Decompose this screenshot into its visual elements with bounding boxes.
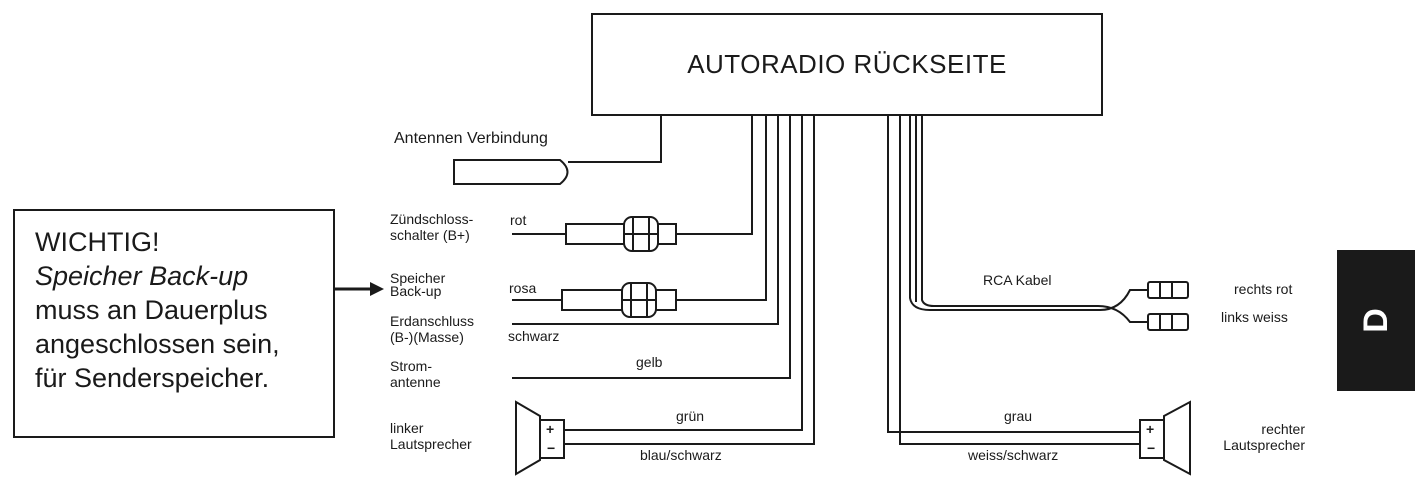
power-antenna-name: Strom- antenne <box>390 358 441 390</box>
note-arrow-icon <box>370 282 384 296</box>
note-line-5: für Senderspeicher. <box>35 363 270 393</box>
language-tab: D <box>1337 250 1415 391</box>
left-speaker-minus: − <box>547 440 556 456</box>
ground-name: Erdanschluss (B-)(Masse) <box>390 313 475 345</box>
note-line-1: WICHTIG! <box>35 227 160 257</box>
left-speaker-cone <box>515 400 541 476</box>
antenna-label: Antennen Verbindung <box>394 130 548 147</box>
memory-fuse-body <box>561 289 677 311</box>
memory-color: rosa <box>509 280 537 296</box>
rca-left-label: links weiss <box>1221 309 1288 325</box>
important-note: WICHTIG! Speicher Back-up muss an Dauerp… <box>13 209 335 438</box>
left-speaker-color-minus: blau/schwarz <box>640 447 722 463</box>
left-speaker-plus: + <box>546 421 555 437</box>
right-speaker-plus: + <box>1146 421 1155 437</box>
language-tab-label: D <box>1356 308 1395 333</box>
left-speaker-wire-minus <box>562 116 815 445</box>
power-antenna-color: gelb <box>636 354 663 370</box>
right-speaker-terminal <box>1139 419 1165 459</box>
rca-wire-b <box>921 116 1148 323</box>
rca-plug-left <box>1147 313 1189 331</box>
note-line-4: angeschlossen sein, <box>35 329 280 359</box>
left-speaker-color-plus: grün <box>676 408 705 424</box>
left-speaker-name: linker Lautsprecher <box>390 420 472 452</box>
right-speaker-minus: − <box>1147 440 1156 456</box>
rca-label: RCA Kabel <box>983 272 1052 288</box>
rca-right-label: rechts rot <box>1234 281 1293 297</box>
ignition-color: rot <box>510 212 527 228</box>
ignition-name: Zündschloss- schalter (B+) <box>390 211 474 243</box>
memory-name: Speicher Back-up <box>390 270 446 299</box>
note-line-3: muss an Dauerplus <box>35 295 268 325</box>
left-speaker-wire-plus <box>562 116 803 431</box>
right-speaker-color-plus: grau <box>1004 408 1033 424</box>
right-speaker-color-minus: weiss/schwarz <box>968 447 1059 463</box>
antenna-wire <box>568 116 662 163</box>
right-speaker-name: rechter Lautsprecher <box>1223 421 1305 453</box>
ground-color: schwarz <box>508 328 560 344</box>
right-speaker-wire-plus <box>887 116 1142 433</box>
memory-wire <box>676 116 767 301</box>
radio-title: AUTORADIO RÜCKSEITE <box>687 49 1007 79</box>
rca-wire-a <box>909 116 1148 311</box>
ground-wire <box>512 116 779 325</box>
ignition-fuse-body <box>565 223 677 245</box>
right-speaker-cone <box>1163 400 1191 476</box>
radio-back-box: AUTORADIO RÜCKSEITE <box>591 13 1103 116</box>
antenna-plug <box>453 159 569 185</box>
ignition-wire <box>676 116 753 235</box>
note-line-2: Speicher Back-up <box>35 261 249 291</box>
rca-plug-right <box>1147 281 1189 299</box>
power-antenna-wire <box>512 116 791 379</box>
right-speaker-wire-minus <box>899 116 1142 445</box>
left-speaker-terminal <box>539 419 565 459</box>
